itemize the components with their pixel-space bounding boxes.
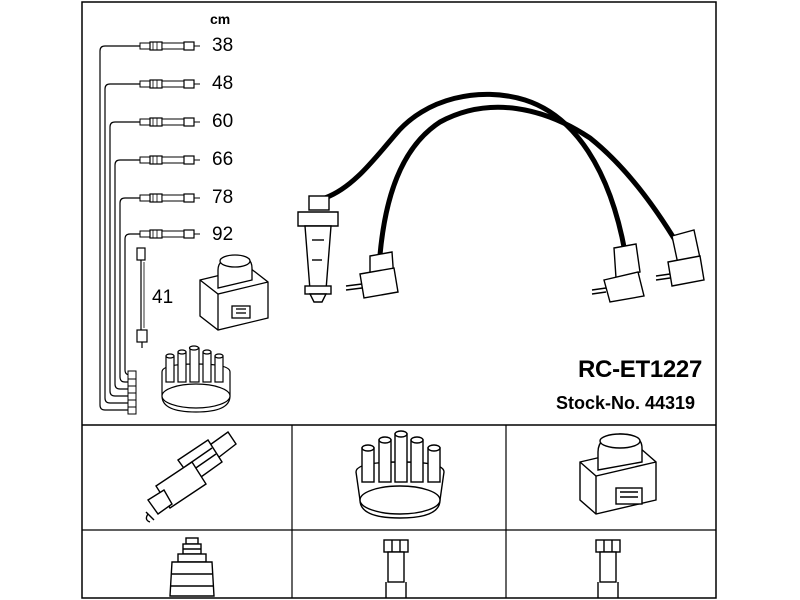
distributor-cap-small-icon — [161, 345, 231, 413]
part-number: RC-ET1227 — [578, 356, 703, 383]
lead-line-38 — [99, 45, 140, 411]
lead-length-label: 38 — [212, 35, 234, 56]
angled-boot-right-2-icon — [655, 229, 705, 287]
stock-number: Stock-No. 44319 — [556, 393, 696, 413]
ignition-coil-small-icon — [199, 254, 269, 331]
straight-terminal-right-icon — [595, 539, 621, 598]
outer-frame — [81, 1, 717, 599]
angled-boot-right-1-icon — [591, 243, 645, 303]
plug-connector-icon — [169, 537, 215, 597]
lead-length-label: 78 — [212, 187, 234, 208]
lead-line-66 — [114, 159, 140, 390]
lead-connectors — [139, 41, 201, 239]
ignition-lead-set — [99, 45, 140, 411]
lead-length-label: 92 — [212, 224, 234, 245]
angled-boot-left-icon — [345, 251, 399, 299]
lead-line-78 — [119, 197, 140, 383]
twin-lead-assembly — [297, 91, 705, 303]
lead-end-terminals — [127, 370, 137, 415]
straight-terminal-center-icon — [383, 539, 409, 598]
lead-line-48 — [104, 83, 140, 404]
ignition-coil-large-icon — [579, 433, 657, 515]
lead-length-label: 66 — [212, 149, 234, 170]
lead-length-label: 48 — [212, 73, 234, 94]
spark-plug-icon — [145, 431, 237, 523]
long-boot-icon — [297, 195, 339, 303]
coil-lead — [136, 247, 148, 348]
unit-label: cm — [210, 11, 231, 27]
lead-length-label: 60 — [212, 111, 234, 132]
lead-line-60 — [109, 121, 140, 397]
coil-lead-length-label: 41 — [152, 287, 174, 308]
distributor-cap-large-icon — [355, 430, 445, 519]
